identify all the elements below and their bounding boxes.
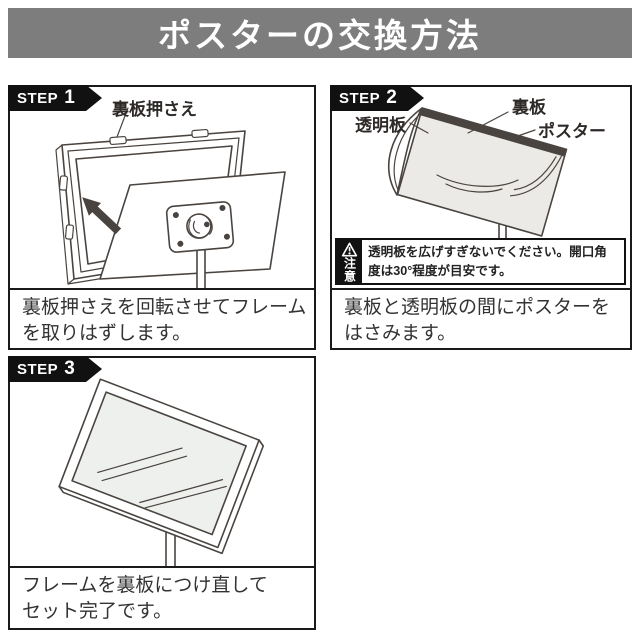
step1-illustration: [10, 87, 314, 291]
step2-badge-prefix: STEP: [339, 89, 381, 107]
frame-removal-drawing: [55, 107, 286, 291]
step3-badge: STEP 3: [8, 356, 102, 382]
step2-panel: STEP 2: [330, 85, 632, 350]
page-title: ポスターの交換方法: [158, 17, 482, 54]
caution-label-text: 注意: [342, 257, 357, 283]
step2-badge-number: 2: [386, 87, 397, 108]
step3-badge-prefix: STEP: [17, 360, 59, 378]
title-banner: ポスターの交換方法: [8, 8, 632, 58]
step2-illustration: [332, 87, 630, 239]
step3-badge-number: 3: [64, 358, 75, 379]
caution-text: 透明板を広げすぎないでください。開口角度は30°程度が目安です。: [368, 245, 607, 278]
step3-panel: STEP 3 フレームを裏板につけ直して セット完了です。: [8, 356, 316, 630]
caution-label: 注意: [337, 240, 362, 283]
step1-panel: STEP 1: [8, 85, 316, 350]
step3-caption: フレームを裏板につけ直して セット完了です。: [10, 566, 314, 628]
step1-badge: STEP 1: [8, 85, 102, 111]
poster-insert-drawing: [388, 107, 568, 239]
poster-label: ポスター: [538, 122, 606, 141]
step1-caption: 裏板押さえを回転させてフレーム を取りはずします。: [10, 288, 314, 348]
step2-badge: STEP 2: [330, 85, 424, 111]
back-plate-label: 裏板: [512, 98, 546, 117]
step2-caption: 裏板と透明板の間にポスターを はさみます。: [332, 288, 630, 348]
step3-illustration: [10, 358, 314, 571]
step1-badge-prefix: STEP: [17, 89, 59, 107]
caution-box: 注意 透明板を広げすぎないでください。開口角度は30°程度が目安です。: [335, 238, 626, 285]
backplate-holder-label: 裏板押さえ: [112, 100, 197, 119]
warning-triangle-icon: [341, 242, 358, 257]
finished-stand-drawing: [58, 378, 265, 571]
step1-badge-number: 1: [64, 87, 75, 108]
clear-plate-label: 透明板: [355, 116, 406, 135]
